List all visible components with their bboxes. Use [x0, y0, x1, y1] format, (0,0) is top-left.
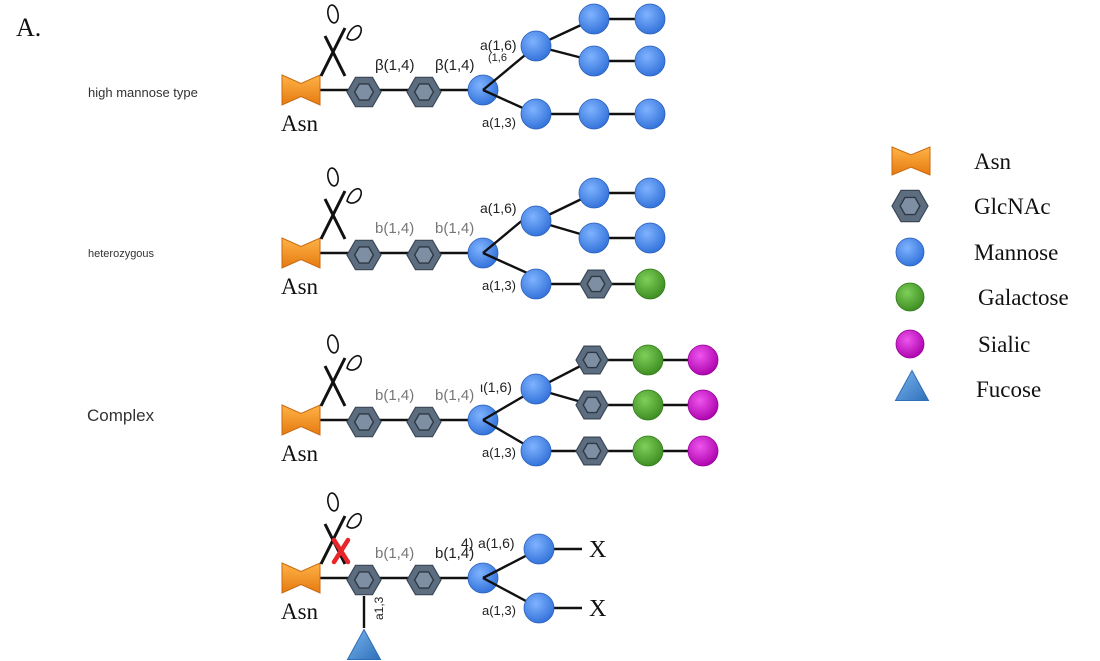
linkage-label: b(1,4)	[375, 545, 414, 562]
mannose-node	[634, 222, 666, 254]
asn-node	[281, 562, 321, 594]
linkage-label: b(1,4)	[375, 387, 414, 404]
glcnac-node	[406, 239, 442, 271]
mannose-node	[634, 45, 666, 77]
mannose-node	[578, 45, 610, 77]
sialic-node	[687, 435, 719, 467]
glcnac-node	[579, 269, 613, 299]
glcnac-node	[346, 406, 382, 438]
scissors-icon	[319, 4, 362, 77]
scissors-icon	[319, 167, 362, 240]
glcnac-node	[406, 76, 442, 108]
asn-node	[281, 74, 321, 106]
linkage-label: b(1,4)	[375, 220, 414, 237]
asn-label: Asn	[281, 274, 319, 299]
linkage-label: a(1,3)	[482, 278, 516, 293]
end-label: X	[589, 537, 606, 563]
glcnac-node	[406, 564, 442, 596]
legend-item-glcnac: GlcNAc	[891, 189, 1051, 223]
asn-label: Asn	[281, 599, 319, 624]
galactose-node	[632, 389, 664, 421]
legend-label: GlcNAc	[974, 194, 1051, 219]
glcnac-node	[891, 189, 929, 223]
legend-label: Sialic	[978, 332, 1030, 357]
linkage-label: a(1,3)	[482, 445, 516, 460]
asn-node	[891, 146, 931, 176]
legend-label: Fucose	[976, 377, 1041, 402]
galactose-node	[634, 268, 666, 300]
glycan-row-4: Asn b(1,4) b(1,4) X X 4) a(1,6) a(1,3) a1,3	[281, 492, 606, 660]
glcnac-node	[575, 345, 609, 375]
linkage-label: β(1,4)	[375, 57, 414, 74]
linkage-label: a(1,6)	[480, 200, 517, 216]
sialic-node	[895, 329, 925, 359]
mannose-node	[520, 435, 552, 467]
figure-label: A.	[16, 13, 41, 42]
linkage-label: a(1,6)	[478, 535, 515, 551]
mannose-node	[520, 205, 552, 237]
legend-item-asn: Asn	[891, 146, 1012, 176]
sialic-node	[687, 344, 719, 376]
galactose-node	[632, 344, 664, 376]
asn-node	[281, 237, 321, 269]
legend-label: Galactose	[978, 285, 1069, 310]
glcnac-node	[575, 390, 609, 420]
sialic-node	[687, 389, 719, 421]
scissors-icon	[319, 334, 362, 407]
galactose-node	[895, 282, 925, 312]
mannose-node	[520, 268, 552, 300]
mannose-node	[578, 222, 610, 254]
blocked-cross-icon	[331, 537, 351, 565]
asn-label: Asn	[281, 111, 319, 136]
legend-item-sialic: Sialic	[895, 329, 1030, 359]
mannose-node	[523, 592, 555, 624]
row-title: Complex	[87, 406, 155, 425]
mannose-node	[578, 98, 610, 130]
end-label: X	[589, 596, 606, 622]
linkage-label: 4)	[461, 535, 473, 551]
glcnac-node	[346, 76, 382, 108]
fucose-node	[894, 369, 930, 401]
fucose-node	[346, 628, 382, 660]
linkage-label: a1,3	[372, 596, 386, 620]
mannose-node	[523, 533, 555, 565]
legend-label: Mannose	[974, 240, 1058, 265]
mannose-node	[520, 98, 552, 130]
linkage-label: β(1,4)	[435, 57, 474, 74]
glcnac-node	[406, 406, 442, 438]
linkage-label: a(1,3)	[482, 115, 516, 130]
linkage-label: a(1,6)	[480, 37, 517, 53]
legend-item-fucose: Fucose	[894, 369, 1041, 402]
glcnac-node	[575, 436, 609, 466]
mannose-node	[520, 373, 552, 405]
linkage-label: ι(1,6)	[480, 379, 512, 395]
row-title: high mannose type	[88, 85, 198, 100]
linkage-label: b(1,4)	[435, 545, 474, 562]
row-title: heterozygous	[88, 248, 155, 260]
glcnac-node	[346, 239, 382, 271]
linkage-label: (1,6	[488, 52, 507, 64]
glcnac-node	[346, 564, 382, 596]
mannose-node	[520, 30, 552, 62]
mannose-node	[578, 177, 610, 209]
mannose-node	[578, 3, 610, 35]
mannose-node	[895, 237, 925, 267]
legend-item-mannose: Mannose	[895, 237, 1058, 267]
linkage-label: a(1,3)	[482, 603, 516, 618]
asn-label: Asn	[281, 441, 319, 466]
galactose-node	[632, 435, 664, 467]
mannose-node	[634, 177, 666, 209]
mannose-node	[634, 98, 666, 130]
mannose-node	[634, 3, 666, 35]
legend-label: Asn	[974, 149, 1012, 174]
linkage-label: b(1,4)	[435, 220, 474, 237]
legend-item-galactose: Galactose	[895, 282, 1069, 312]
asn-node	[281, 404, 321, 436]
linkage-label: b(1,4)	[435, 387, 474, 404]
